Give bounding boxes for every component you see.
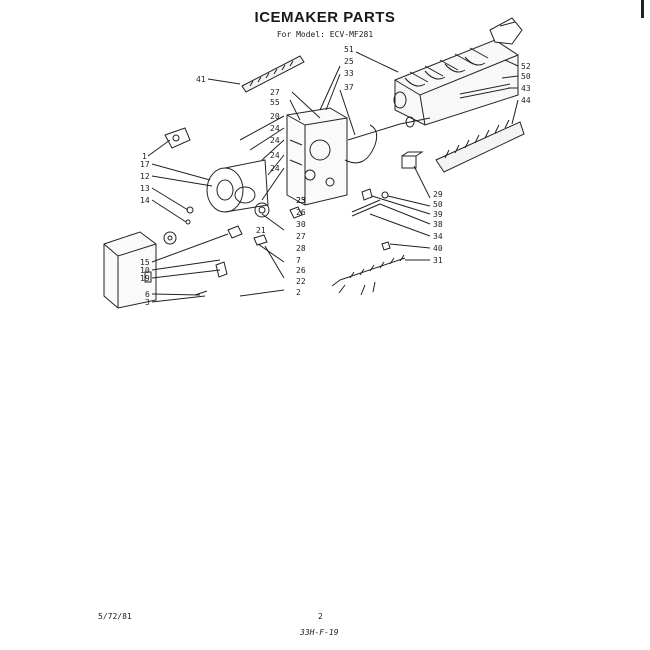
callout-center: 26 <box>296 266 306 275</box>
bracket-part <box>164 127 191 149</box>
callout-top: 37 <box>344 83 354 92</box>
corner-mark <box>641 0 644 18</box>
ejector-blade-part <box>207 55 305 93</box>
thermostat-part <box>401 151 424 169</box>
control-housing-part <box>286 107 348 206</box>
callout-right: 40 <box>433 244 443 253</box>
callout-labels: 41 1 17 12 13 14 15 10 19 6 3 27 55 20 2… <box>140 45 531 307</box>
callout-right: 38 <box>433 220 443 229</box>
callout-right: 50 <box>433 200 443 209</box>
callout-center: 7 <box>296 256 301 265</box>
callout-left: 15 <box>140 258 150 267</box>
gear-parts <box>163 202 303 296</box>
callout-left: 6 <box>145 290 150 299</box>
footer-date: 5/72/81 <box>98 612 132 621</box>
callout-left: 12 <box>140 172 150 181</box>
stripper-part <box>435 119 525 173</box>
callout-center-left: 24 <box>270 151 280 160</box>
callout-center: 26 <box>296 208 306 217</box>
callout-center-left: 24 <box>270 124 280 133</box>
wire-harness-part <box>331 241 406 296</box>
callout-left: 10 <box>140 266 150 275</box>
page-title: ICEMAKER PARTS <box>254 9 396 26</box>
callout-left: 3 <box>145 298 150 307</box>
callout-center: 27 <box>296 232 306 241</box>
front-cover-part <box>103 231 157 309</box>
callout-center: 21 <box>256 226 266 235</box>
callout-top: 51 <box>344 45 354 54</box>
callout-left: 17 <box>140 160 150 169</box>
callout-center: 22 <box>296 277 306 286</box>
callout-right: 39 <box>433 210 443 219</box>
callout-right: 29 <box>433 190 443 199</box>
callout-right: 50 <box>521 72 531 81</box>
callout-center: 28 <box>296 244 306 253</box>
callout-center-left: 24 <box>270 136 280 145</box>
callout-left: 13 <box>140 184 150 193</box>
callout-left: 14 <box>140 196 150 205</box>
callout-top: 25 <box>344 57 354 66</box>
callout-center: 25 <box>296 196 306 205</box>
callout-left: 1 <box>142 152 147 161</box>
callout-right: 34 <box>433 232 443 241</box>
shaft-part <box>347 116 431 141</box>
leader-lines-top <box>319 51 399 136</box>
footer-handwritten-note: 33H-F-19 <box>300 628 339 637</box>
page-subtitle: For Model: ECV-MF281 <box>276 30 374 39</box>
motor-assembly-part <box>206 159 269 213</box>
callout-center-left: 55 <box>270 98 280 107</box>
callout-right: 31 <box>433 256 443 265</box>
leader-lines-left <box>147 139 229 303</box>
callout-center-left: 20 <box>270 112 280 121</box>
callout-right: 44 <box>521 96 531 105</box>
callout-left: 19 <box>140 274 150 283</box>
leader-lines-center <box>239 91 321 297</box>
callout-center-left: 24 <box>270 164 280 173</box>
callout-center: 30 <box>296 220 306 229</box>
leader-lines-right <box>369 59 519 261</box>
callout-center-left: 27 <box>270 88 280 97</box>
callout-right: 52 <box>521 62 531 71</box>
fill-assembly-part <box>351 188 389 217</box>
callout-center: 2 <box>296 288 301 297</box>
wire-loop-part <box>344 124 378 164</box>
ice-mold-part <box>393 17 523 126</box>
heater-rod-part <box>459 83 511 99</box>
footer-page-number: 2 <box>318 612 323 621</box>
callout-center-left: 23 <box>296 196 306 205</box>
callout-top: 33 <box>344 69 354 78</box>
callout-41: 41 <box>196 75 206 84</box>
callout-right: 43 <box>521 84 531 93</box>
